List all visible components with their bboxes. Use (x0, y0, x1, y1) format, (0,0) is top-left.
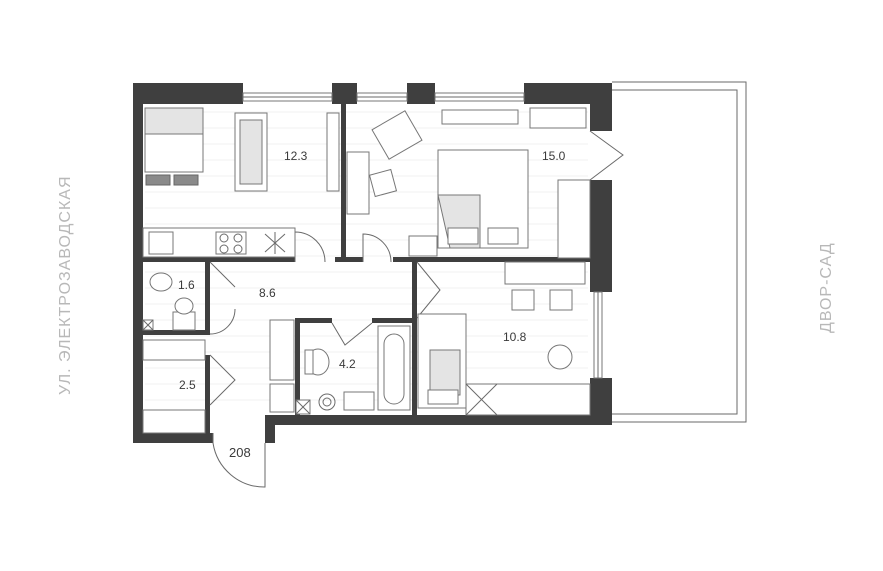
street-label-right: ДВОР-САД (818, 242, 835, 333)
terrace (612, 81, 747, 423)
room-area-hall: 8.6 (259, 286, 276, 300)
room-furniture (417, 261, 591, 416)
room-area-bedroom: 15.0 (542, 149, 566, 163)
bedroom-furniture (346, 107, 591, 259)
hall-furniture (142, 272, 411, 434)
room-area-kitchen: 12.3 (284, 149, 308, 163)
room-area-wardrobe: 2.5 (179, 378, 196, 392)
room-area-room: 10.8 (503, 330, 527, 344)
windows (242, 92, 603, 379)
apartment-number: 208 (229, 445, 251, 460)
room-labels: 12.3 15.0 8.6 1.6 4.2 10.8 2.5 208 (178, 149, 566, 460)
street-label-left: УЛ. ЭЛЕКТРОЗАВОДСКАЯ (57, 175, 74, 395)
kitchen-furniture (142, 107, 340, 258)
doors (209, 130, 624, 488)
walls (133, 83, 612, 443)
room-area-wc: 1.6 (178, 278, 195, 292)
room-area-bathroom: 4.2 (339, 357, 356, 371)
